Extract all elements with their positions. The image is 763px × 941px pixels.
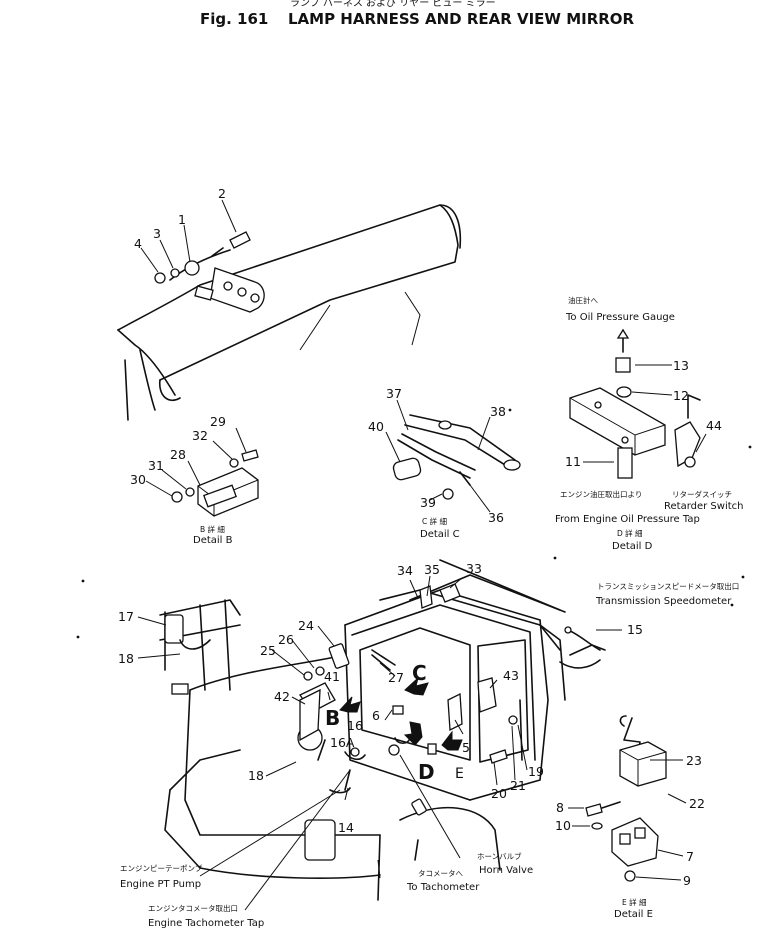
figure-number: Fig. 161 bbox=[200, 10, 268, 28]
svg-text:14: 14 bbox=[338, 820, 354, 835]
title-japanese: ランプ ハーネス および リヤー ビュー ミラー bbox=[290, 0, 496, 9]
trans-speedo-jp: トランスミッションスピードメータ取出口 bbox=[597, 581, 739, 591]
figure-title: LAMP HARNESS AND REAR VIEW MIRROR bbox=[288, 10, 635, 28]
tacho-label: To Tachometer bbox=[406, 882, 480, 893]
detail-e-horn-relay bbox=[585, 715, 667, 882]
svg-text:5: 5 bbox=[462, 740, 470, 755]
detail-b-label: Detail B bbox=[193, 535, 233, 546]
svg-text:7: 7 bbox=[686, 849, 694, 864]
svg-text:25: 25 bbox=[260, 643, 276, 658]
trans-speedo-label: Transmission Speedometer bbox=[595, 596, 732, 607]
detail-d-jp: D 詳 細 bbox=[617, 528, 643, 538]
svg-text:36: 36 bbox=[488, 510, 504, 525]
horn-valve-jp: ホーンバルブ bbox=[477, 851, 522, 861]
svg-text:18: 18 bbox=[118, 651, 134, 666]
svg-text:37: 37 bbox=[386, 386, 402, 401]
horn-valve-label: Horn Valve bbox=[479, 865, 533, 876]
svg-text:22: 22 bbox=[689, 796, 705, 811]
svg-text:16A: 16A bbox=[330, 735, 355, 750]
lamp-part-1 bbox=[184, 260, 200, 276]
svg-text:41: 41 bbox=[324, 669, 340, 684]
svg-text:42: 42 bbox=[274, 689, 290, 704]
view-letter-d: D bbox=[418, 760, 435, 784]
mirror-parts bbox=[297, 583, 523, 861]
svg-text:8: 8 bbox=[556, 800, 564, 815]
tach-tap-label: Engine Tachometer Tap bbox=[148, 918, 264, 929]
detail-c-mirror-assembly bbox=[392, 414, 521, 500]
leader-lines bbox=[137, 575, 622, 911]
svg-text:30: 30 bbox=[130, 472, 146, 487]
svg-text:33: 33 bbox=[466, 561, 482, 576]
svg-text:24: 24 bbox=[298, 618, 314, 633]
svg-text:20: 20 bbox=[491, 786, 507, 801]
svg-text:31: 31 bbox=[148, 458, 164, 473]
svg-text:9: 9 bbox=[683, 873, 691, 888]
svg-text:12: 12 bbox=[673, 388, 689, 403]
retarder-label: Retarder Switch bbox=[664, 501, 744, 512]
detail-d-manifold bbox=[569, 328, 701, 479]
cab-body bbox=[164, 559, 566, 901]
lamp-bracket bbox=[194, 267, 265, 313]
svg-text:4: 4 bbox=[134, 236, 142, 251]
pt-pump-jp: エンジンピーテーポンプ bbox=[120, 864, 203, 873]
svg-text:29: 29 bbox=[210, 414, 226, 429]
oil-gauge-jp: 油圧計へ bbox=[568, 295, 598, 305]
detail-e-label: Detail E bbox=[614, 909, 653, 920]
pt-pump-label: Engine PT Pump bbox=[120, 879, 201, 890]
svg-text:6: 6 bbox=[372, 708, 380, 723]
svg-text:39: 39 bbox=[420, 495, 436, 510]
svg-text:15: 15 bbox=[627, 622, 643, 637]
bolt-part-2 bbox=[211, 231, 251, 257]
svg-text:1: 1 bbox=[178, 212, 186, 227]
oil-tap-label: From Engine Oil Pressure Tap bbox=[555, 514, 700, 525]
svg-text:19: 19 bbox=[528, 764, 544, 779]
retarder-jp: リターダスイッチ bbox=[672, 489, 732, 499]
view-letter-c: C bbox=[412, 661, 427, 685]
svg-text:35: 35 bbox=[424, 562, 440, 577]
svg-text:44: 44 bbox=[706, 418, 722, 433]
view-arrows bbox=[339, 676, 463, 751]
tacho-jp: タコメータへ bbox=[418, 869, 463, 878]
svg-text:11: 11 bbox=[565, 454, 581, 469]
oil-gauge-label: To Oil Pressure Gauge bbox=[565, 312, 675, 323]
tach-tap-jp: エンジンタコメータ取出口 bbox=[148, 903, 238, 913]
svg-text:3: 3 bbox=[153, 226, 161, 241]
detail-b-lamp bbox=[171, 449, 259, 517]
svg-text:43: 43 bbox=[503, 668, 519, 683]
svg-text:21: 21 bbox=[510, 778, 526, 793]
detail-d-label: Detail D bbox=[612, 541, 653, 552]
oil-tap-jp: エンジン油圧取出口より bbox=[560, 489, 642, 499]
washer-part-3 bbox=[170, 268, 180, 278]
svg-text:16: 16 bbox=[347, 718, 363, 733]
svg-text:38: 38 bbox=[490, 404, 506, 419]
svg-text:34: 34 bbox=[397, 563, 413, 578]
svg-text:26: 26 bbox=[278, 632, 294, 647]
svg-text:27: 27 bbox=[388, 670, 404, 685]
detail-c-jp: C 詳 細 bbox=[422, 516, 447, 526]
side-rail bbox=[159, 599, 241, 695]
svg-text:2: 2 bbox=[218, 186, 226, 201]
detail-b-jp: B 詳 細 bbox=[200, 524, 225, 534]
nut-part-4 bbox=[154, 272, 166, 284]
view-letter-e: E bbox=[455, 766, 464, 782]
speedometer-cable bbox=[559, 626, 606, 669]
svg-text:17: 17 bbox=[118, 609, 134, 624]
svg-text:18: 18 bbox=[248, 768, 264, 783]
svg-text:23: 23 bbox=[686, 753, 702, 768]
svg-text:32: 32 bbox=[192, 428, 208, 443]
rear-body-top-view bbox=[117, 204, 462, 421]
svg-text:13: 13 bbox=[673, 358, 689, 373]
svg-text:10: 10 bbox=[555, 818, 571, 833]
svg-text:40: 40 bbox=[368, 419, 384, 434]
detail-e-jp: E 詳 細 bbox=[622, 897, 647, 907]
view-letter-b: B bbox=[325, 706, 340, 730]
svg-text:28: 28 bbox=[170, 447, 186, 462]
detail-c-label: Detail C bbox=[420, 529, 460, 540]
